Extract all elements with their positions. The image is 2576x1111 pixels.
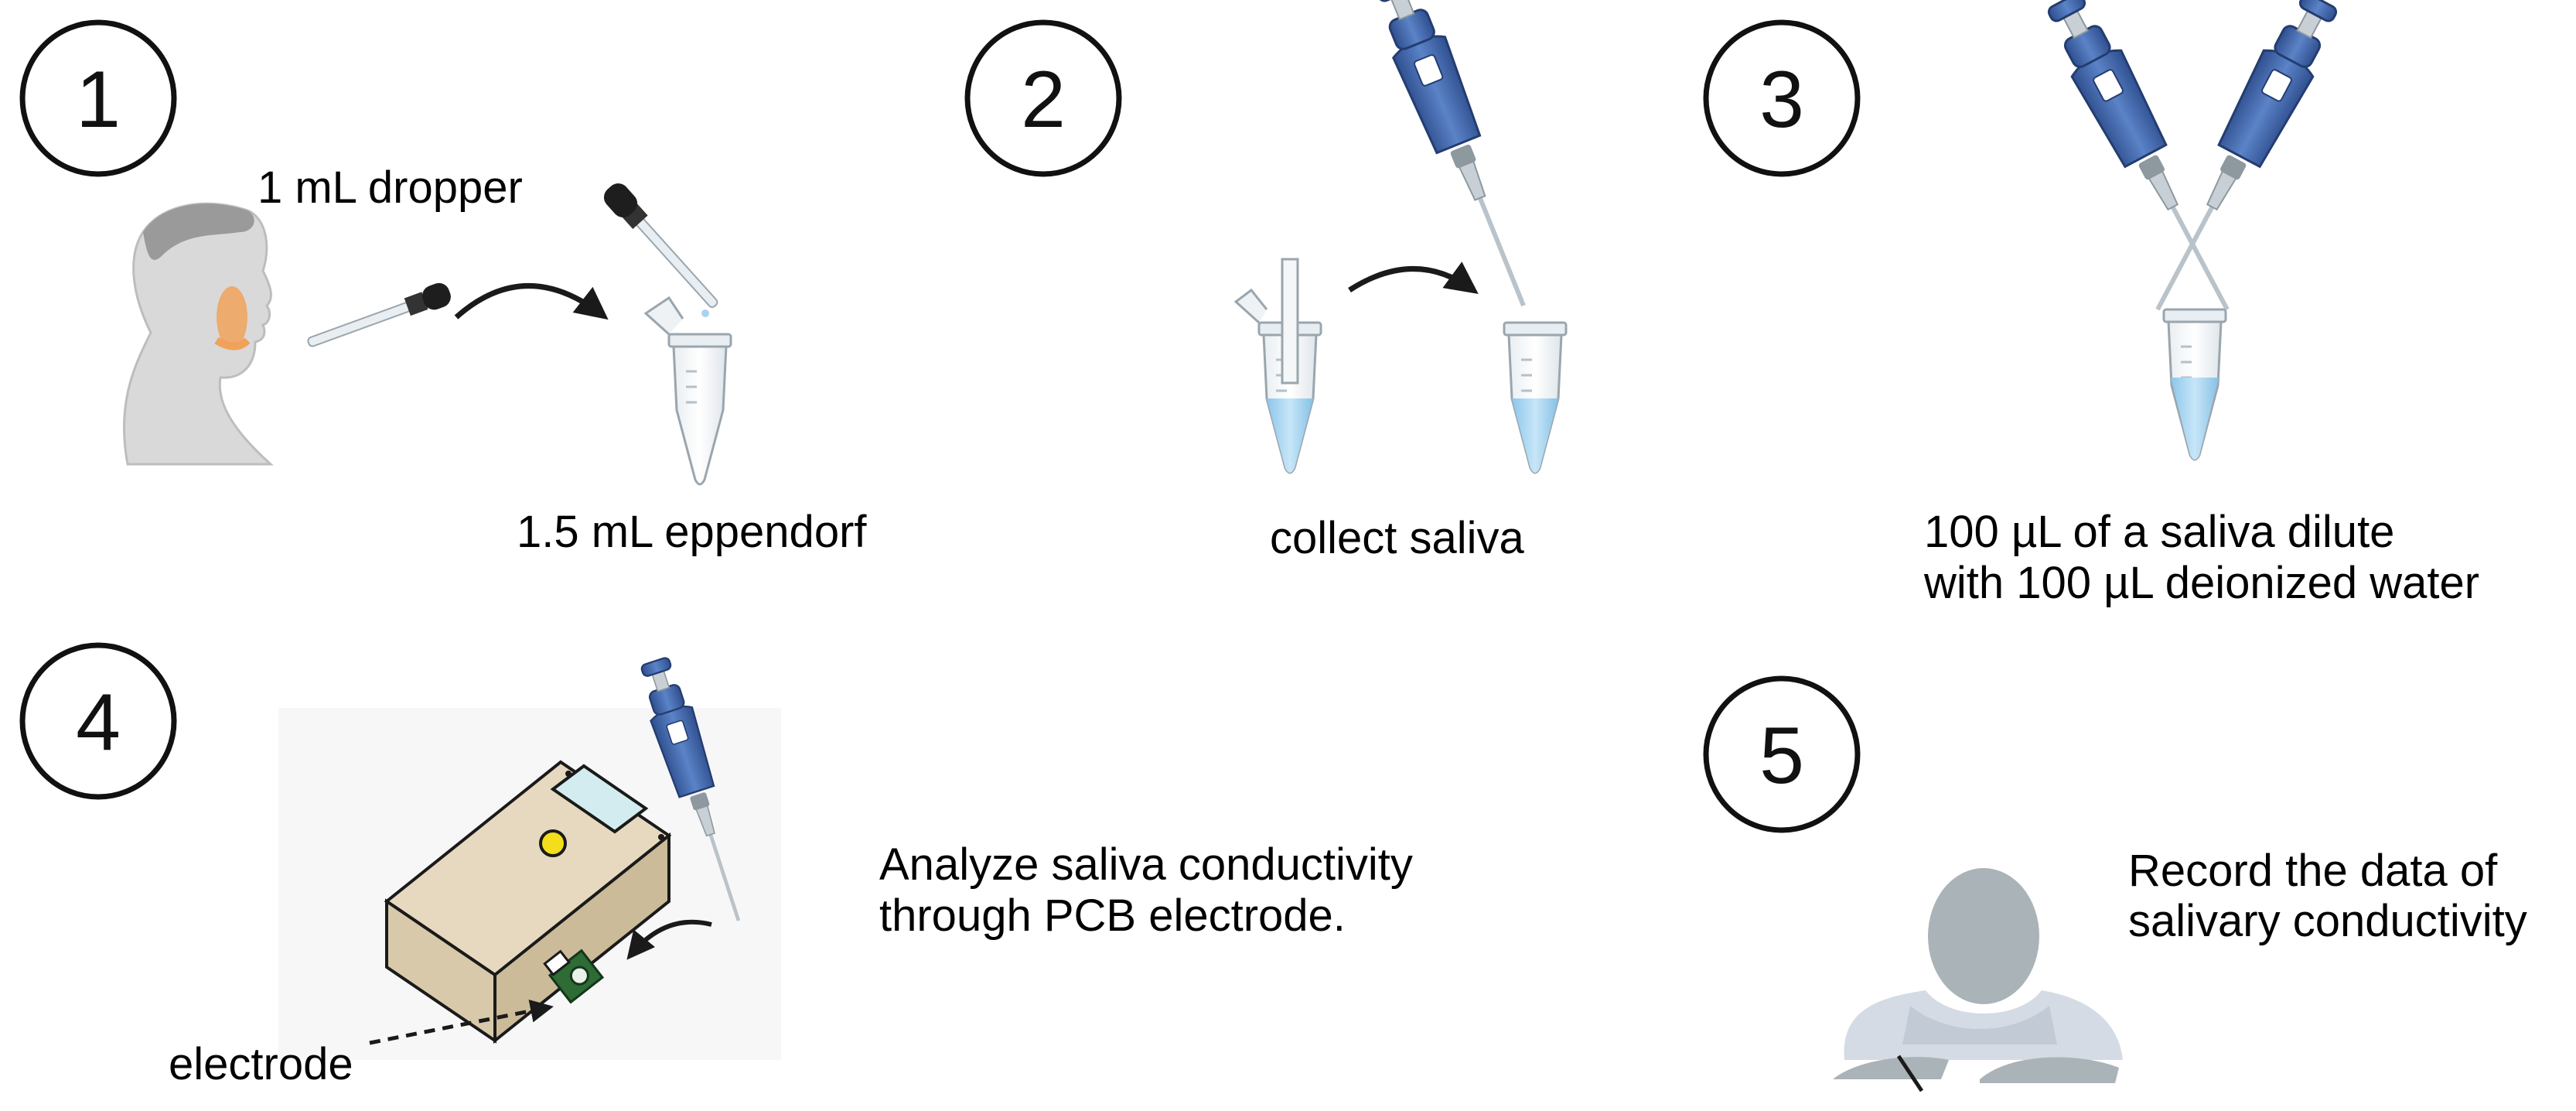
step-3: 3 100 µL of a saliva dilute with 100 µL …	[1703, 0, 2479, 608]
step-5-number-circle	[1703, 675, 1861, 833]
step-4-number-circle	[19, 642, 177, 800]
step-3-line2: with 100 µL deionized water	[1923, 558, 2479, 608]
step-1: 1 1 mL dropper 1.5 mL eppendorf	[19, 19, 867, 557]
step-3-line1: 100 µL of a saliva dilute	[1924, 507, 2394, 557]
electrode-pointer	[369, 999, 554, 1045]
pipette-icon-right	[2039, 0, 2252, 323]
device-display	[550, 764, 649, 834]
eppendorf-tube-icon	[643, 296, 732, 486]
person-writing-icon	[1833, 868, 2123, 1092]
dropper-icon	[307, 282, 451, 347]
curved-arrow-icon	[454, 283, 609, 320]
device-button	[539, 829, 567, 857]
step-4: 4 electrode Analyze saliva conductivity …	[19, 642, 1413, 1089]
curved-arrow-icon-2	[1348, 262, 1479, 294]
step-3-number: 3	[1759, 55, 1804, 145]
dropper-icon-over-tube	[603, 183, 718, 308]
step-3-number-circle	[1703, 19, 1861, 177]
electrode-label: electrode	[169, 1039, 353, 1089]
step-5-line1: Record the data of	[2128, 846, 2498, 896]
step-4-line2: through PCB electrode.	[879, 891, 1346, 941]
step-2-number-circle	[964, 19, 1122, 177]
step-5: 5 Record the data of salivary conductivi…	[1703, 675, 2527, 1092]
step-4-number: 4	[76, 678, 121, 767]
salivary-gland-icon	[217, 286, 247, 348]
step-2-caption: collect saliva	[1270, 513, 1525, 563]
step-1-number: 1	[76, 55, 121, 145]
step-5-number: 5	[1759, 711, 1804, 801]
dropper-label: 1 mL dropper	[258, 162, 523, 213]
step-1-number-circle	[19, 19, 177, 177]
eppendorf-tube-with-saliva-icon	[1233, 258, 1322, 474]
step-2: 2 collect saliva	[964, 0, 1568, 563]
measuring-device-icon	[384, 760, 672, 1044]
curved-arrow-icon-3	[626, 919, 712, 960]
tube-label: 1.5 mL eppendorf	[517, 507, 867, 557]
pcb-electrode-icon	[543, 949, 605, 1004]
step-2-number: 2	[1021, 55, 1066, 145]
eppendorf-tube-icon-3	[2162, 308, 2227, 461]
step-5-line2: salivary conductivity	[2128, 896, 2527, 946]
eppendorf-tube-icon-2	[1503, 321, 1568, 474]
human-head-icon	[122, 202, 274, 466]
pipette-icon-left	[2133, 0, 2346, 323]
step-4-line1: Analyze saliva conductivity	[879, 839, 1413, 890]
